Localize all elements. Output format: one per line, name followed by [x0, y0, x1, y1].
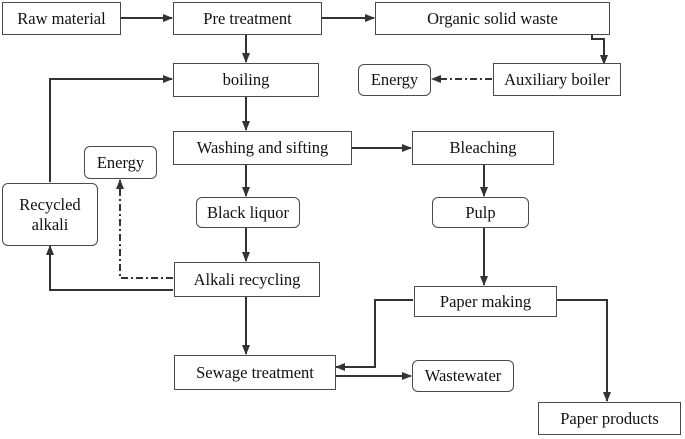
node-wastewater: Wastewater: [412, 360, 514, 392]
node-pulp: Pulp: [432, 197, 529, 228]
arrow-paper-making-to-sewage: [335, 299, 413, 371]
arrow-recycled-alkali-to-boiling: [49, 75, 173, 182]
node-alkali-recycling: Alkali recycling: [174, 262, 320, 297]
arrow-paper-making-to-paper-products: [557, 299, 611, 402]
arrow-alkali-recycling-to-energy: [116, 179, 173, 279]
node-sewage-treatment: Sewage treatment: [174, 355, 336, 390]
node-pre-treatment: Pre treatment: [173, 2, 322, 35]
node-black-liquor: Black liquor: [196, 197, 300, 228]
arrow-alkali-recycling-to-recycled-alkali: [46, 245, 173, 291]
node-raw-material: Raw material: [2, 2, 121, 35]
node-energy-top: Energy: [358, 64, 431, 96]
node-organic-solid-waste: Organic solid waste: [375, 2, 610, 35]
node-recycled-alkali: Recycled alkali: [2, 183, 98, 246]
node-paper-products: Paper products: [538, 402, 681, 435]
node-paper-making: Paper making: [414, 286, 557, 317]
node-washing-and-sifting: Washing and sifting: [173, 131, 352, 165]
node-auxiliary-boiler: Auxiliary boiler: [493, 63, 621, 96]
node-energy-left: Energy: [84, 146, 157, 179]
node-boiling: boiling: [173, 63, 319, 97]
node-bleaching: Bleaching: [412, 131, 554, 165]
